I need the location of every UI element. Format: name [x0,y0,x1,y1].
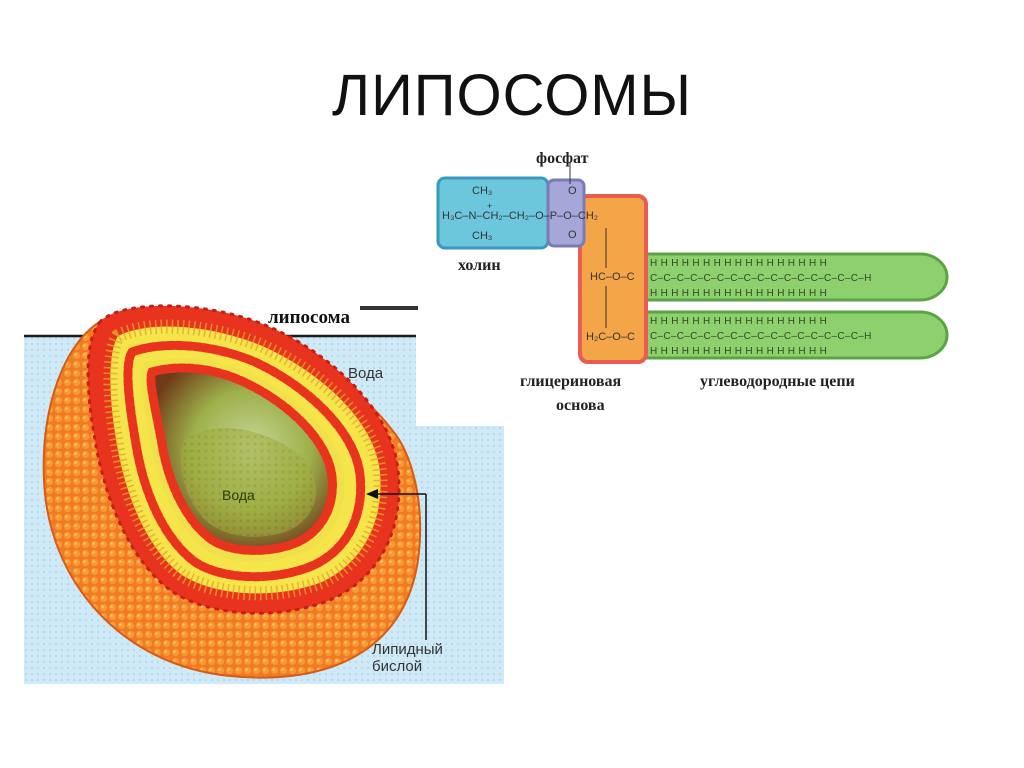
chain-upper-h-bottom: H H H H H H H H H H H H H H H H H [650,288,827,299]
glycerol-label-line2: основа [556,397,605,414]
bilayer-label-line1: Липидный [372,641,443,658]
label-underline [360,306,418,310]
choline-ch3-top: CH₃ [472,185,492,197]
chain-upper-h-top: H H H H H H H H H H H H H H H H H [650,258,827,269]
phosphate-o-bottom: O [568,229,577,241]
glycerol-hc: HC–O–C [590,271,635,283]
choline-label: холин [458,257,501,274]
glycerol-h2c: H₂C–O–C [586,331,635,343]
chain-upper-c-row: C–C–C–C–C–C–C–C–C–C–C–C–C–C–C–C–H [650,273,872,284]
phosphate-label: фосфат [536,150,589,167]
water-outer-label: Вода [348,365,384,382]
phospholipid-molecule: CH₃ H₃C–N–CH₂–CH₂–O–P–O–CH₂ + CH₃ O O HC… [436,150,949,414]
glycerol-box [578,194,648,364]
liposome-illustration: липосома Вода Вода Липидный бислой [24,304,504,684]
glycerol-label-line1: глицериновая [520,373,622,390]
slide-title: ЛИПОСОМЫ [332,63,692,128]
choline-ch3-bottom: CH₃ [472,230,492,242]
chain-lower-c-row: C–C–C–C–C–C–C–C–C–C–C–C–C–C–C–C–H [650,331,872,342]
chains-label: углеводородные цепи [700,373,855,390]
phosphate-o-top: O [568,185,577,197]
choline-chain: H₃C–N–CH₂–CH₂–O–P–O–CH₂ [442,210,598,222]
hydrocarbon-chain-lower [638,310,949,360]
bilayer-label-line2: бислой [372,658,422,675]
bilayer-middle-heads [123,340,366,582]
chain-lower-h-bottom: H H H H H H H H H H H H H H H H H [650,346,827,357]
chain-lower-h-top: H H H H H H H H H H H H H H H H H [650,316,827,327]
hydrocarbon-chain-upper [638,252,949,302]
choline-plus: + [487,201,492,211]
water-inner-label: Вода [222,487,255,503]
phosphate-box [546,178,586,248]
liposome-label: липосома [268,307,350,328]
bilayer-pointer [366,489,427,640]
